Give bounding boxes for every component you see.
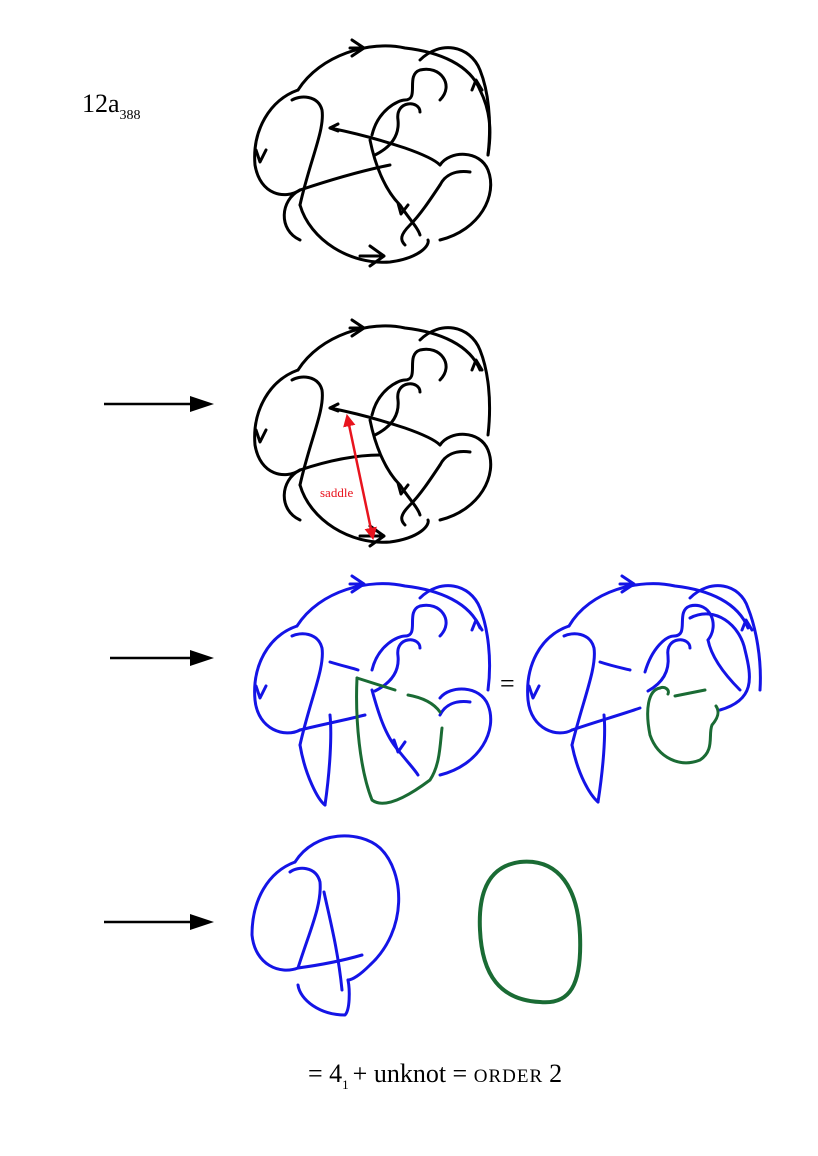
knot-diagram-12a388 (253, 38, 493, 268)
result-subscript: 1 (342, 1077, 349, 1092)
step-arrow-2 (110, 650, 214, 666)
saddle-label: saddle (320, 485, 353, 500)
saddle-arrow (343, 413, 377, 541)
result-order-number: 2 (549, 1059, 562, 1088)
knot-diagram-with-saddle (253, 318, 493, 548)
result-equation: = 41 + unknot = ORDER 2 (308, 1059, 562, 1092)
link-diagram-after-saddle (253, 574, 493, 807)
figure-eight-knot (250, 834, 401, 1017)
result-prefix: = 4 (308, 1059, 342, 1088)
knot-name-main: 12a (82, 89, 120, 118)
link-diagram-simplified (526, 574, 762, 804)
step-arrow-3 (104, 914, 214, 930)
result-middle: + unknot = (353, 1059, 474, 1088)
equals-sign: = (500, 669, 515, 698)
result-order-word: ORDER (474, 1066, 543, 1087)
saddle-move: saddle (320, 413, 377, 541)
step-arrow-1 (104, 396, 214, 412)
knot-name-subscript: 388 (120, 108, 141, 123)
unknot-component (477, 859, 583, 1005)
knot-name-label: 12a388 (82, 89, 141, 123)
